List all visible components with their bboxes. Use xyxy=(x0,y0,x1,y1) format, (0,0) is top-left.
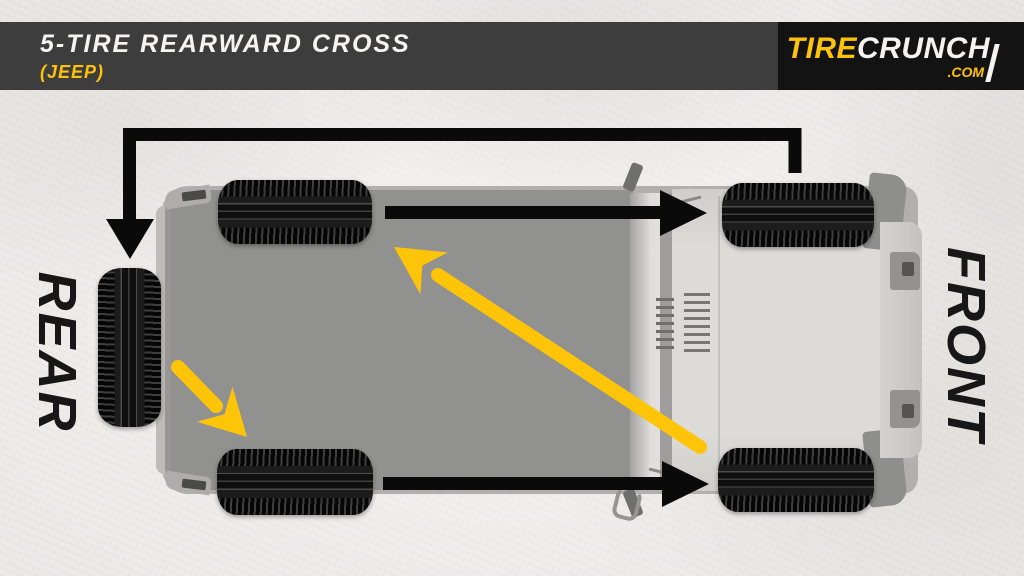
arrow-diagonal-line xyxy=(431,268,707,454)
car-bumper-hook-top xyxy=(902,262,914,276)
header-bar: 5-TIRE REARWARD CROSS (JEEP) TIRECRUNCH … xyxy=(0,22,1024,90)
brand-logo-tire: TIRE xyxy=(786,31,857,65)
car-bumper-hook-bottom xyxy=(902,404,914,418)
arrow-rear-driver-to-front-driver xyxy=(385,190,707,236)
arrow-rear-passenger-to-front-passenger xyxy=(383,461,709,507)
brand-logo-crunch: CRUNCH xyxy=(857,31,990,65)
title-block: 5-TIRE REARWARD CROSS (JEEP) xyxy=(40,30,411,83)
arrow-spare-head xyxy=(196,386,247,437)
arrow-bottom-head xyxy=(662,461,709,507)
car-hood-vent-right xyxy=(684,293,710,357)
brand-logo-wordmark: TIRECRUNCH xyxy=(786,31,990,65)
arrow-diagonal-head xyxy=(394,247,448,295)
car-hood-vent-left xyxy=(656,298,674,352)
page-title: 5-TIRE REARWARD CROSS xyxy=(40,30,411,58)
brand-logo: TIRECRUNCH .COM xyxy=(778,22,1024,90)
arrow-bottom-line xyxy=(383,477,664,490)
arrow-top-line xyxy=(385,206,663,219)
page-subtitle: (JEEP) xyxy=(40,62,105,82)
arrow-spare-line xyxy=(171,360,223,413)
tire-front-driver xyxy=(722,183,874,247)
arrow-front-driver-to-spare xyxy=(106,128,802,259)
car-windshield xyxy=(630,193,660,487)
arrow-front-driver-to-spare-head xyxy=(106,219,154,259)
tire-front-passenger xyxy=(718,448,874,512)
brand-logo-domain: .COM xyxy=(947,63,984,80)
car-hood-seam xyxy=(718,196,720,484)
arrow-front-driver-to-spare-line xyxy=(123,128,802,222)
arrow-top-head xyxy=(660,190,707,236)
tire-rear-passenger xyxy=(217,449,373,515)
tire-spare xyxy=(98,268,161,427)
arrow-spare-to-rear-passenger xyxy=(171,360,247,437)
arrow-front-passenger-to-rear-driver xyxy=(394,247,707,454)
tire-rear-driver xyxy=(218,180,372,244)
